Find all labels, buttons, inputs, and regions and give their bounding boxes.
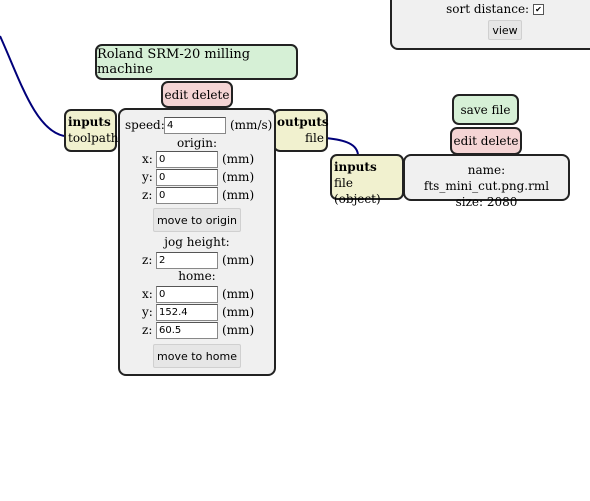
home-y-label: y: <box>142 305 153 319</box>
save-file-button[interactable]: save file <box>452 94 519 125</box>
toolpath-wire <box>0 35 65 137</box>
home-x-unit: (mm) <box>222 287 255 301</box>
inputs-port-toolpath[interactable]: inputs toolpath <box>64 109 119 152</box>
jog-height-heading: jog height: <box>164 235 230 249</box>
machine-settings-panel: speed: 4 (mm/s) origin: x: 0 (mm) y: 0 (… <box>118 108 276 376</box>
edit-delete-button[interactable]: edit delete <box>161 81 233 108</box>
origin-y-label: y: <box>142 170 153 184</box>
home-heading: home: <box>178 269 216 283</box>
jog-z-input[interactable]: 2 <box>156 252 218 269</box>
file-size: size: 2080 <box>455 195 518 209</box>
input-file-object-label: file (object) <box>334 176 381 206</box>
input-toolpath-label: toolpath <box>68 131 119 145</box>
home-x-label: x: <box>142 287 153 301</box>
top-panel: sort distance: ✔ view <box>390 0 590 50</box>
home-z-unit: (mm) <box>222 323 255 337</box>
home-y-unit: (mm) <box>222 305 255 319</box>
origin-heading: origin: <box>176 136 218 150</box>
outputs-port-file[interactable]: outputs file <box>273 109 329 152</box>
speed-input[interactable]: 4 <box>164 117 226 134</box>
origin-z-label: z: <box>142 188 153 202</box>
sort-distance-checkbox[interactable]: ✔ <box>532 4 544 15</box>
home-z-label: z: <box>142 323 153 337</box>
save-edit-delete-button[interactable]: edit delete <box>450 127 522 155</box>
speed-unit: (mm/s) <box>230 118 273 132</box>
sort-distance-row: sort distance: ✔ <box>392 2 590 16</box>
sort-distance-label: sort distance: <box>446 2 530 16</box>
origin-z-unit: (mm) <box>222 188 255 202</box>
home-z-input[interactable]: 60.5 <box>156 322 218 339</box>
jog-z-label: z: <box>142 253 153 267</box>
inputs-heading: inputs <box>68 115 111 129</box>
jog-z-unit: (mm) <box>222 253 255 267</box>
file-name: name: fts_mini_cut.png.rml <box>423 163 550 193</box>
file-wire <box>325 137 359 157</box>
move-to-origin-button[interactable]: move to origin <box>153 208 241 232</box>
output-file-label: file <box>305 131 324 145</box>
view-button[interactable]: view <box>488 20 522 40</box>
origin-x-unit: (mm) <box>222 152 255 166</box>
speed-label: speed: <box>125 118 165 132</box>
origin-y-unit: (mm) <box>222 170 255 184</box>
origin-x-label: x: <box>142 152 153 166</box>
save-inputs-heading: inputs <box>334 160 377 174</box>
outputs-heading: outputs <box>277 115 329 129</box>
file-info-panel: name: fts_mini_cut.png.rml size: 2080 <box>403 154 570 209</box>
home-y-input[interactable]: 152.4 <box>156 304 218 321</box>
origin-z-input[interactable]: 0 <box>156 187 218 204</box>
move-to-home-button[interactable]: move to home <box>153 344 241 368</box>
inputs-port-file-object[interactable]: inputs file (object) <box>330 154 404 206</box>
origin-x-input[interactable]: 0 <box>156 151 218 168</box>
origin-y-input[interactable]: 0 <box>156 169 218 186</box>
module-title[interactable]: Roland SRM-20 milling machine <box>95 44 298 80</box>
home-x-input[interactable]: 0 <box>156 286 218 303</box>
